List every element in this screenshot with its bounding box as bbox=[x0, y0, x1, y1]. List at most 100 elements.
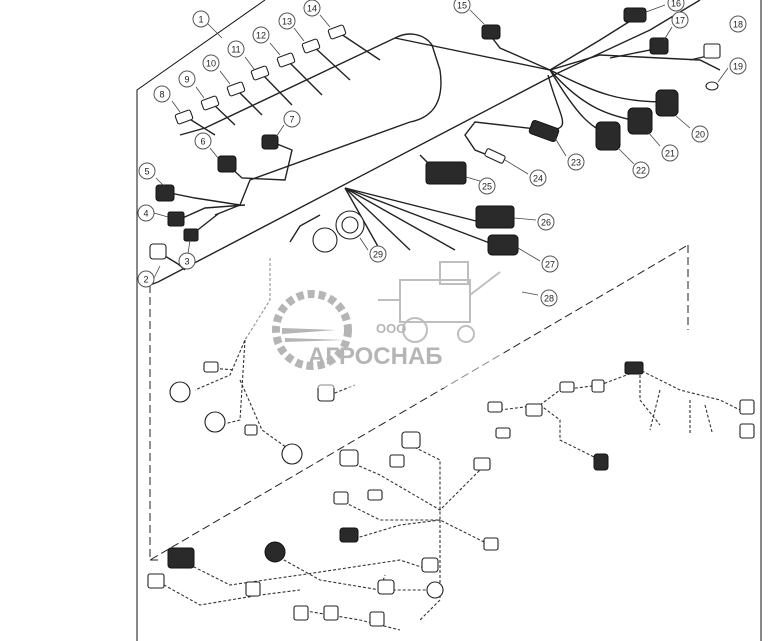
callout-bubble bbox=[278, 12, 296, 30]
callout-bubble bbox=[453, 0, 471, 14]
callout-bubble bbox=[691, 125, 709, 143]
callout-24: 24 bbox=[529, 169, 547, 187]
callout-number: 18 bbox=[733, 20, 743, 30]
callout-number: 8 bbox=[159, 90, 164, 100]
sub-harness-wires bbox=[154, 258, 741, 631]
callout-bubble bbox=[540, 289, 558, 307]
combine-harvester-icon bbox=[378, 261, 501, 343]
callout-number: 7 bbox=[289, 115, 294, 125]
callout-20: 20 bbox=[691, 125, 709, 143]
callout-bubble bbox=[537, 213, 555, 231]
callout-29: 29 bbox=[369, 245, 387, 263]
callout-9: 9 bbox=[178, 70, 196, 88]
callout-10: 10 bbox=[202, 54, 220, 72]
callout-bubble bbox=[138, 162, 156, 180]
callout-number: 19 bbox=[733, 62, 743, 72]
callout-5: 5 bbox=[138, 162, 156, 180]
callout-18: 18 bbox=[729, 15, 747, 33]
callout-number: 14 bbox=[307, 4, 317, 14]
callout-number: 6 bbox=[200, 137, 205, 147]
callout-bubble bbox=[729, 57, 747, 75]
callout-16: 16 bbox=[667, 0, 685, 12]
callout-number: 11 bbox=[231, 45, 240, 55]
callout-bubble bbox=[667, 0, 685, 12]
callout-number: 1 bbox=[198, 15, 203, 25]
callout-12: 12 bbox=[252, 26, 270, 44]
callout-4: 4 bbox=[137, 204, 155, 222]
callout-bubble bbox=[529, 169, 547, 187]
callout-number: 24 bbox=[533, 174, 543, 184]
callout-bubble bbox=[303, 0, 321, 17]
callout-bubble bbox=[369, 245, 387, 263]
callout-22: 22 bbox=[632, 161, 650, 179]
callout-bubble bbox=[729, 15, 747, 33]
callout-number: 23 bbox=[571, 158, 581, 168]
harness-frame bbox=[136, 0, 762, 641]
sub-harness-frame bbox=[149, 244, 689, 561]
watermark-brand: АГРОСНАБ bbox=[308, 343, 443, 370]
callout-leaders bbox=[153, 4, 729, 296]
callout-number: 5 bbox=[144, 167, 149, 177]
callout-7: 7 bbox=[283, 110, 301, 128]
callout-bubble bbox=[137, 204, 155, 222]
callout-number: 13 bbox=[282, 17, 292, 27]
connectors-upper bbox=[149, 7, 721, 260]
callout-11: 11 bbox=[227, 40, 245, 58]
callout-bubble bbox=[192, 10, 210, 28]
callout-bubble bbox=[567, 153, 585, 171]
callout-bubble bbox=[632, 161, 650, 179]
callout-number: 3 bbox=[184, 257, 189, 267]
watermark-prefix: ООО bbox=[376, 321, 406, 336]
callout-2: 2 bbox=[137, 270, 155, 288]
callout-number: 15 bbox=[457, 1, 467, 11]
callout-bubble bbox=[178, 252, 196, 270]
branch-wires bbox=[159, 17, 713, 271]
callout-14: 14 bbox=[303, 0, 321, 17]
callout-bubble bbox=[283, 110, 301, 128]
callout-8: 8 bbox=[153, 85, 171, 103]
callout-number: 9 bbox=[184, 75, 189, 85]
callout-number: 4 bbox=[143, 209, 148, 219]
callout-number: 2 bbox=[143, 275, 148, 285]
callout-17: 17 bbox=[671, 11, 689, 29]
callout-number: 21 bbox=[665, 149, 675, 159]
watermark: ООО АГРОСНАБ bbox=[246, 258, 504, 388]
callout-number: 10 bbox=[206, 59, 216, 69]
callout-bubble bbox=[194, 132, 212, 150]
callout-number: 25 bbox=[482, 182, 492, 192]
callout-number: 20 bbox=[695, 130, 705, 140]
callout-bubble bbox=[227, 40, 245, 58]
callout-bubble bbox=[671, 11, 689, 29]
callout-6: 6 bbox=[194, 132, 212, 150]
callout-19: 19 bbox=[729, 57, 747, 75]
gear-sunburst-icon bbox=[272, 290, 352, 370]
main-trunk bbox=[149, 0, 721, 286]
callout-number: 16 bbox=[671, 0, 681, 9]
callout-number: 12 bbox=[256, 31, 266, 41]
callout-3: 3 bbox=[178, 252, 196, 270]
callout-bubble bbox=[202, 54, 220, 72]
callout-bubble bbox=[478, 177, 496, 195]
callout-28: 28 bbox=[540, 289, 558, 307]
callout-1: 1 bbox=[192, 10, 210, 28]
connectors-lower bbox=[147, 361, 755, 627]
callout-number: 28 bbox=[544, 294, 554, 304]
callout-number: 26 bbox=[541, 218, 551, 228]
callout-bubble bbox=[153, 85, 171, 103]
callout-number: 17 bbox=[675, 16, 685, 26]
callout-number: 22 bbox=[636, 166, 646, 176]
callout-21: 21 bbox=[661, 144, 679, 162]
callout-15: 15 bbox=[453, 0, 471, 14]
callout-bubble bbox=[137, 270, 155, 288]
callout-27: 27 bbox=[541, 255, 559, 273]
callout-25: 25 bbox=[478, 177, 496, 195]
callout-bubble bbox=[252, 26, 270, 44]
callout-bubble bbox=[661, 144, 679, 162]
callout-number: 27 bbox=[545, 260, 555, 270]
callout-number: 29 bbox=[373, 250, 383, 260]
callout-23: 23 bbox=[567, 153, 585, 171]
callout-13: 13 bbox=[278, 12, 296, 30]
callout-bubble bbox=[178, 70, 196, 88]
